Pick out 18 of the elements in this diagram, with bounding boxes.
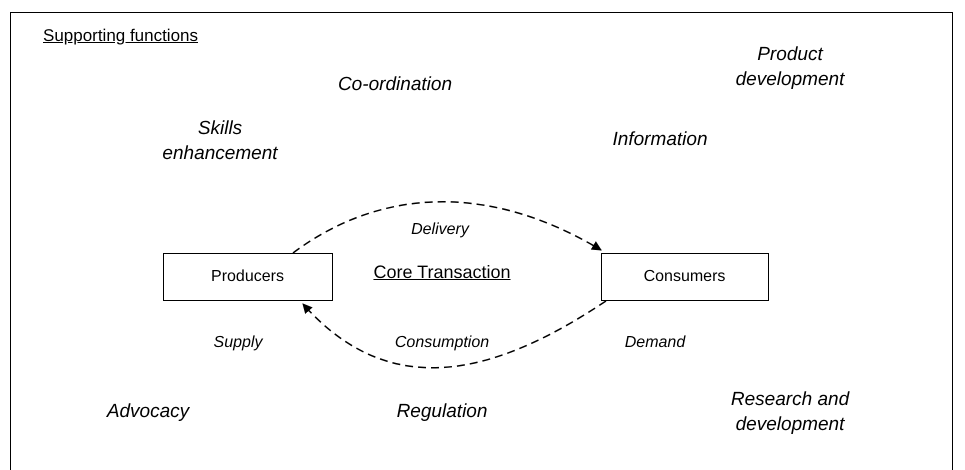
process-box: Consumers (600, 252, 768, 300)
function-label: Product development (734, 43, 846, 92)
edge-label: Consumption (394, 333, 490, 353)
dashed-arrow (292, 201, 602, 254)
section-title: Core Transaction (372, 261, 512, 284)
function-label: Demand (624, 333, 687, 353)
edge-label: Delivery (410, 220, 470, 240)
heading: Supporting functions (43, 26, 198, 46)
function-label: Advocacy (105, 400, 191, 424)
function-label: Skills enhancement (161, 117, 280, 166)
function-label: Regulation (396, 400, 488, 424)
function-label: Co-ordination (336, 73, 454, 97)
dashed-arrow (302, 300, 606, 368)
function-label: Information (611, 128, 709, 152)
function-label: Research and development (730, 388, 851, 437)
process-box: Producers (162, 252, 332, 300)
function-label: Supply (212, 333, 264, 353)
frame-box (10, 12, 953, 470)
